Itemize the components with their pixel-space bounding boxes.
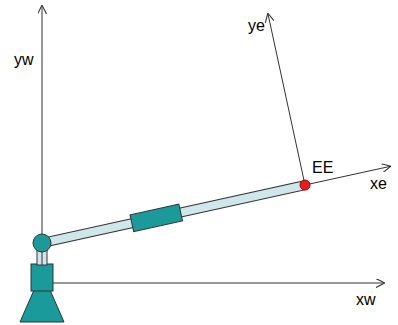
end-effector-point [300,180,310,190]
axis-label: yw [14,52,34,68]
point-label: EE [312,160,333,176]
prismatic-sleeve [130,204,182,231]
revolute-joint [33,234,51,252]
axis-label: ye [248,18,265,34]
axis-label: xe [370,176,387,192]
axis-label: xw [356,292,376,308]
world-y-axis [42,6,43,300]
arm-link [40,177,307,252]
column-lower [31,264,53,291]
ee-y-axis [268,14,305,185]
world-x-axis [42,283,384,284]
base-trapezoid [20,290,64,322]
